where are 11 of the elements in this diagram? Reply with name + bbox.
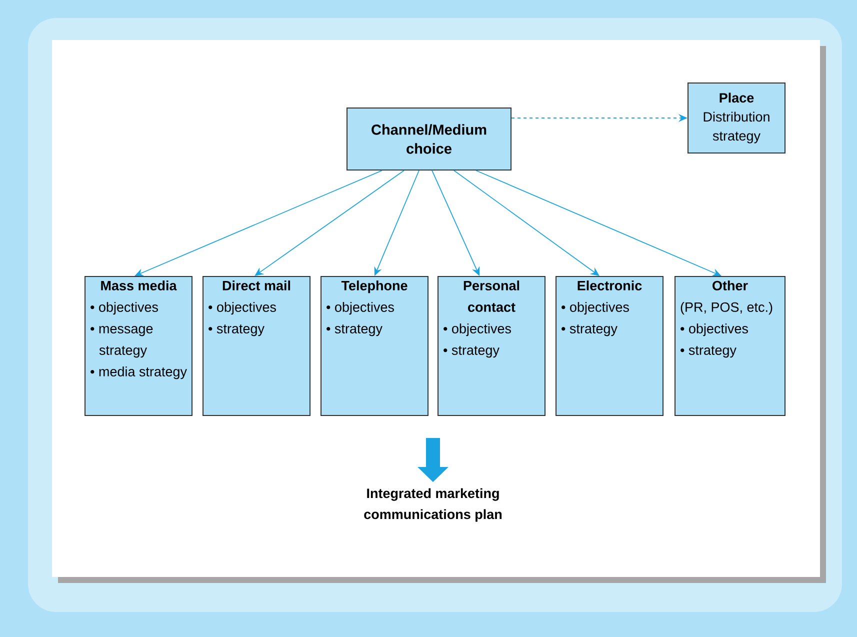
place-box: Place Distribution strategy xyxy=(688,82,786,154)
channel-box: Mass media • objectives • message strategy • media strategy xyxy=(84,276,192,416)
arrow xyxy=(254,170,404,276)
channel-box: Telephone • objectives • strategy xyxy=(320,276,428,416)
channel-box: Direct mail • objectives • strategy xyxy=(202,276,310,416)
channel-box: Personal contact • objectives • strategy xyxy=(438,276,546,416)
channel-box: Other (PR, POS, etc.) • objectives • strategy xyxy=(674,276,786,416)
arrow xyxy=(454,170,600,276)
channel-box: Channel/Medium choice xyxy=(346,108,512,170)
plan-text: Integrated marketing communications plan xyxy=(364,488,502,522)
channel-box: Electronic • objectives • strategy xyxy=(556,276,664,416)
